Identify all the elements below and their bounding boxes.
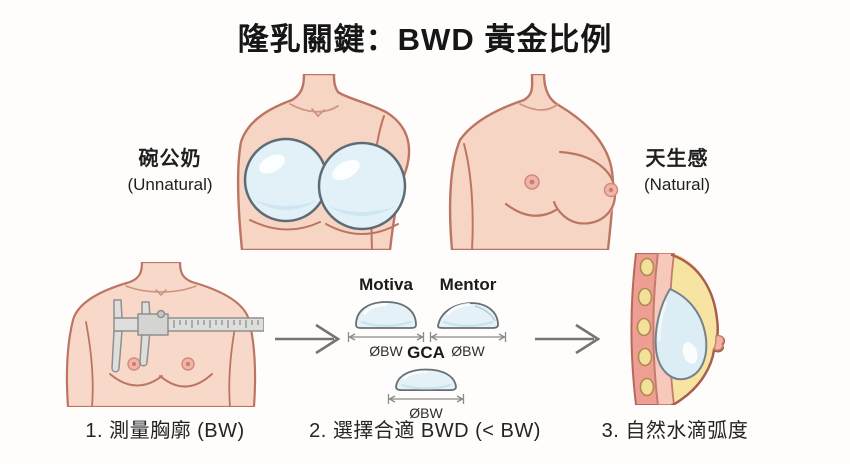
dimension-arrow-icon	[429, 332, 507, 342]
implant-brand-mentor: Mentor	[439, 275, 497, 294]
bw-measurement-illustration	[65, 262, 264, 407]
step-caption-3: 3. 自然水滴弧度	[601, 420, 749, 442]
implant-width-label: ØBW	[369, 343, 403, 359]
implant-gca-illustration	[395, 368, 457, 391]
arrow-right-icon	[275, 323, 341, 355]
dimension-arrow-icon	[347, 332, 425, 342]
round-implant-shapes	[243, 137, 407, 231]
unnatural-label-en: (Unnatural)	[127, 175, 213, 194]
unnatural-breast-illustration	[236, 74, 411, 250]
nipple	[713, 334, 725, 351]
unnatural-label: 碗公奶 (Unnatural)	[92, 142, 248, 195]
page-title: 隆乳關鍵：BWD 黃金比例	[237, 22, 613, 57]
dimension-arrow-icon	[387, 394, 465, 404]
implant-brand-gca: GCA	[407, 343, 445, 362]
natural-label-zh: 天生感	[645, 148, 709, 170]
implant-width-label: ØBW	[451, 343, 485, 359]
implant-width-label: ØBW	[409, 405, 443, 421]
caliper-tool	[111, 299, 264, 373]
implant-card-gca: GCA ØBW	[380, 343, 472, 421]
caliper-ruler-ticks	[173, 320, 259, 328]
implant-brand-motiva: Motiva	[359, 275, 413, 294]
implant-mentor-illustration	[437, 302, 499, 329]
teardrop-implant	[654, 288, 708, 381]
natural-breast-illustration	[448, 74, 619, 250]
step-caption-1: 1. 測量胸廓 (BW)	[85, 420, 245, 442]
natural-label-en: (Natural)	[643, 175, 711, 194]
step-caption-2: 2. 選擇合適 BWD (< BW)	[309, 420, 541, 442]
rib-circles	[636, 257, 655, 397]
implant-motiva-illustration	[355, 301, 417, 329]
nipples	[127, 357, 195, 371]
unnatural-label-zh: 碗公奶	[138, 148, 202, 170]
implant-card-mentor: Mentor ØBW	[422, 275, 514, 359]
natural-label: 天生感 (Natural)	[598, 142, 756, 195]
nipples	[524, 174, 619, 198]
arrow-right-icon	[535, 323, 601, 355]
implant-card-motiva: Motiva ØBW	[340, 275, 432, 359]
teardrop-profile-illustration	[630, 253, 726, 405]
